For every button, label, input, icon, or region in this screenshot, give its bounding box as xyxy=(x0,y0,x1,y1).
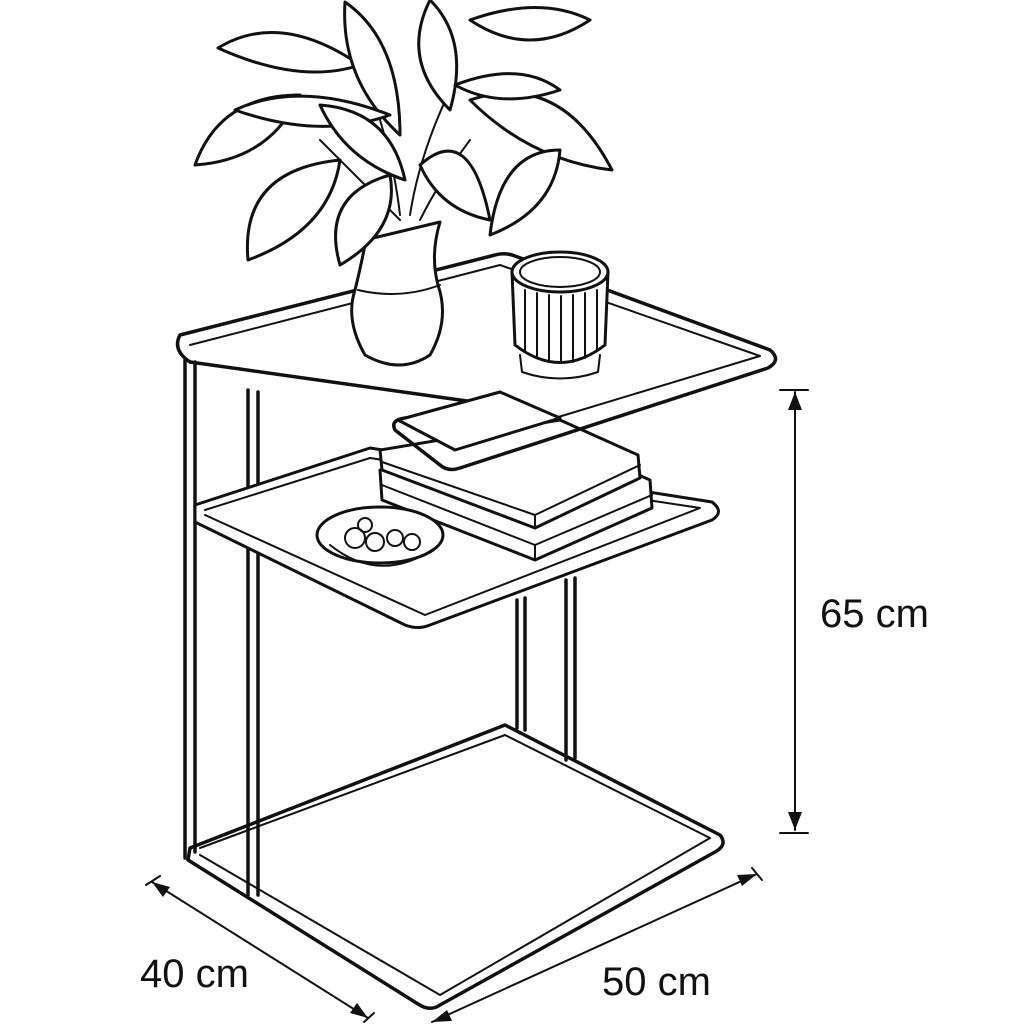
bowl xyxy=(315,505,445,567)
height-label: 65 cm xyxy=(820,592,929,636)
potted-plant xyxy=(193,0,614,367)
depth-label: 40 cm xyxy=(140,952,249,996)
width-dimension-line xyxy=(431,867,763,1023)
height-dimension-line xyxy=(779,389,809,834)
depth-dimension-line xyxy=(145,875,375,1023)
width-label: 50 cm xyxy=(602,960,711,1004)
table-legs xyxy=(183,358,577,897)
table-base xyxy=(186,723,725,1010)
top-tray xyxy=(175,251,778,472)
cylinder-pot xyxy=(510,250,610,380)
